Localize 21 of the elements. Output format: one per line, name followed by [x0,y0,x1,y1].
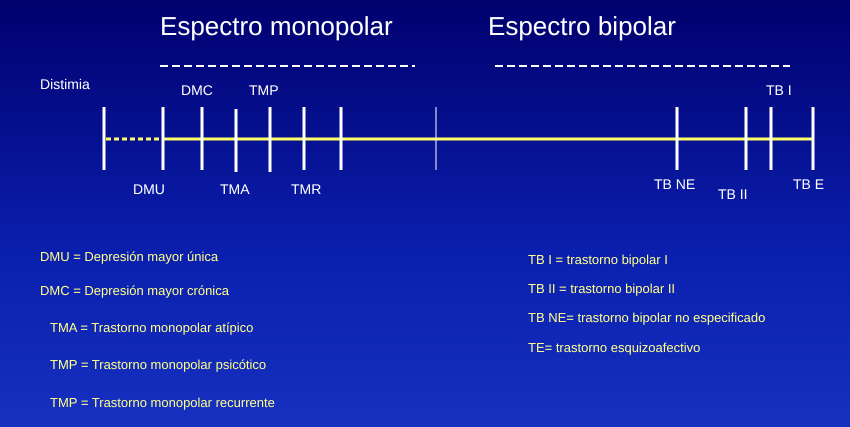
abbreviation-note: TB NE= trastorno bipolar no especificado [528,311,766,326]
tick-label: TMA [220,181,250,198]
abbreviation-note: TMA = Trastorno monopolar atípico [50,321,254,336]
abbreviation-note: TMP = Trastorno monopolar psicótico [50,358,266,373]
abbreviation-note: TMP = Trastorno monopolar recurrente [50,396,275,411]
abbreviation-note: DMU = Depresión mayor única [40,250,218,265]
tick-label: TB II [718,186,748,202]
heading: Espectro bipolar [488,12,676,42]
tick-label: TB NE [654,176,696,192]
abbreviation-note: TE= trastorno esquizoafectivo [528,341,700,356]
tick-label: TMP [249,82,279,98]
tick-label: TMR [291,181,322,198]
tick-label: TB I [766,82,792,98]
abbreviation-note: TB II = trastorno bipolar II [528,282,676,297]
abbreviation-note: TB I = trastorno bipolar I [528,253,668,268]
tick-label: DMC [181,82,213,98]
tick-label: Distimia [40,76,90,92]
tick-label: TB E [793,176,824,192]
heading: Espectro monopolar [160,12,393,42]
abbreviation-note: DMC = Depresión mayor crónica [40,284,229,299]
tick-label: DMU [133,181,165,198]
